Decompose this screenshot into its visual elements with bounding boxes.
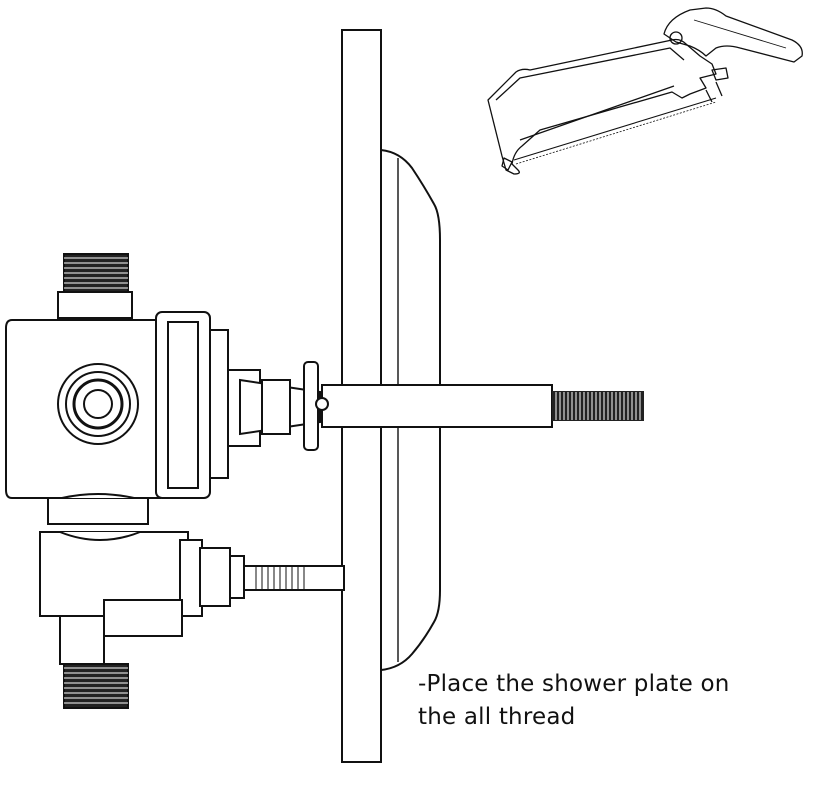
mixing-valve xyxy=(5,253,329,525)
hacksaw-icon xyxy=(487,7,803,175)
all-thread-rod xyxy=(321,384,644,428)
instruction-line-2: the all thread xyxy=(418,704,576,730)
instruction-line-1: -Place the shower plate on xyxy=(418,671,730,697)
instruction-caption: -Place the shower plate on the all threa… xyxy=(418,668,798,734)
diverter-body xyxy=(39,531,345,709)
